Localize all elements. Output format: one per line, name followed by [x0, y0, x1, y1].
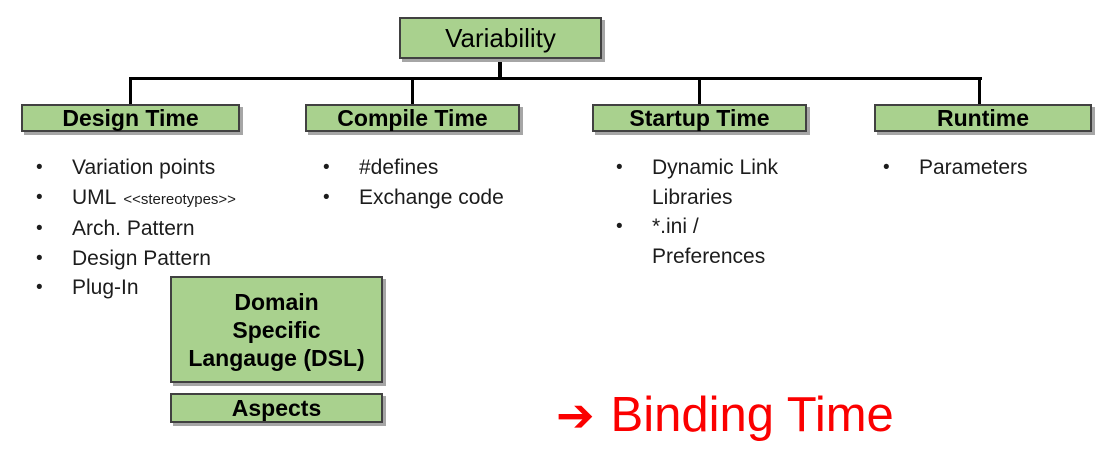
- connector-drop-design-time: [129, 79, 132, 105]
- startup-time-list: • Dynamic Link Libraries • *.ini / Prefe…: [616, 153, 812, 271]
- node-dsl-label: Domain Specific Langauge (DSL): [188, 288, 365, 371]
- runtime-list: • Parameters: [883, 153, 1028, 183]
- node-compile-time-label: Compile Time: [337, 104, 488, 131]
- bullet-icon: •: [36, 247, 43, 269]
- list-item: • Arch. Pattern: [36, 214, 236, 244]
- list-item: • Parameters: [883, 153, 1028, 183]
- node-startup-time-label: Startup Time: [629, 104, 770, 131]
- bullet-icon: •: [36, 186, 43, 208]
- node-aspects: Aspects: [170, 393, 383, 423]
- list-item: • Variation points: [36, 153, 236, 183]
- node-domain-specific-language: Domain Specific Langauge (DSL): [170, 276, 383, 383]
- node-design-time: Design Time: [21, 104, 240, 132]
- bullet-icon: •: [883, 157, 890, 178]
- node-design-time-label: Design Time: [62, 104, 199, 131]
- connector-drop-compile-time: [411, 79, 414, 105]
- bullet-icon: •: [323, 157, 330, 178]
- binding-time-label: Binding Time: [610, 387, 894, 442]
- list-item: • Dynamic Link Libraries: [616, 153, 812, 212]
- node-compile-time: Compile Time: [305, 104, 520, 132]
- list-item: • #defines: [323, 153, 504, 183]
- list-item-text: Plug-In: [72, 276, 139, 300]
- list-item-text: Arch. Pattern: [72, 217, 195, 241]
- bullet-icon: •: [36, 277, 43, 299]
- list-item-text: Dynamic Link Libraries: [652, 156, 779, 209]
- list-item: • UML <<stereotypes>>: [36, 183, 236, 215]
- connector-drop-startup-time: [698, 79, 701, 105]
- node-aspects-label: Aspects: [231, 394, 322, 421]
- compile-time-list: • #defines • Exchange code: [323, 153, 504, 212]
- node-startup-time: Startup Time: [592, 104, 807, 132]
- bullet-icon: •: [36, 157, 43, 178]
- connector-root-drop: [498, 58, 502, 79]
- node-variability-label: Variability: [445, 22, 556, 53]
- list-item: • Exchange code: [323, 183, 504, 213]
- list-item-text: #defines: [359, 156, 439, 179]
- node-runtime-label: Runtime: [937, 104, 1029, 131]
- list-item: • Design Pattern: [36, 244, 236, 274]
- bullet-icon: •: [616, 157, 623, 178]
- list-item-text: Design Pattern: [72, 246, 211, 270]
- list-item-text: Parameters: [919, 156, 1028, 179]
- design-time-list: • Variation points • UML<<stereotypes>> …: [36, 153, 236, 303]
- arrow-right-icon: ➔: [556, 389, 595, 441]
- list-item: • *.ini / Preferences: [616, 212, 812, 271]
- list-item-text: UML <<stereotypes>>: [72, 183, 236, 215]
- node-runtime: Runtime: [874, 104, 1092, 132]
- list-item-text: *.ini / Preferences: [652, 215, 766, 268]
- connector-drop-runtime: [978, 79, 981, 105]
- bullet-icon: •: [36, 218, 43, 240]
- binding-time-annotation: ➔ Binding Time: [556, 386, 894, 444]
- list-item-text: Variation points: [72, 156, 216, 179]
- bullet-icon: •: [616, 216, 623, 238]
- list-item: • Plug-In: [36, 273, 236, 303]
- connector-horizontal: [129, 77, 982, 80]
- list-item-text: Exchange code: [359, 185, 504, 209]
- uml-label: UML: [72, 185, 117, 209]
- bullet-icon: •: [323, 186, 330, 208]
- stereotypes-label: <<stereotypes>>: [123, 190, 236, 208]
- node-variability: Variability: [399, 17, 602, 59]
